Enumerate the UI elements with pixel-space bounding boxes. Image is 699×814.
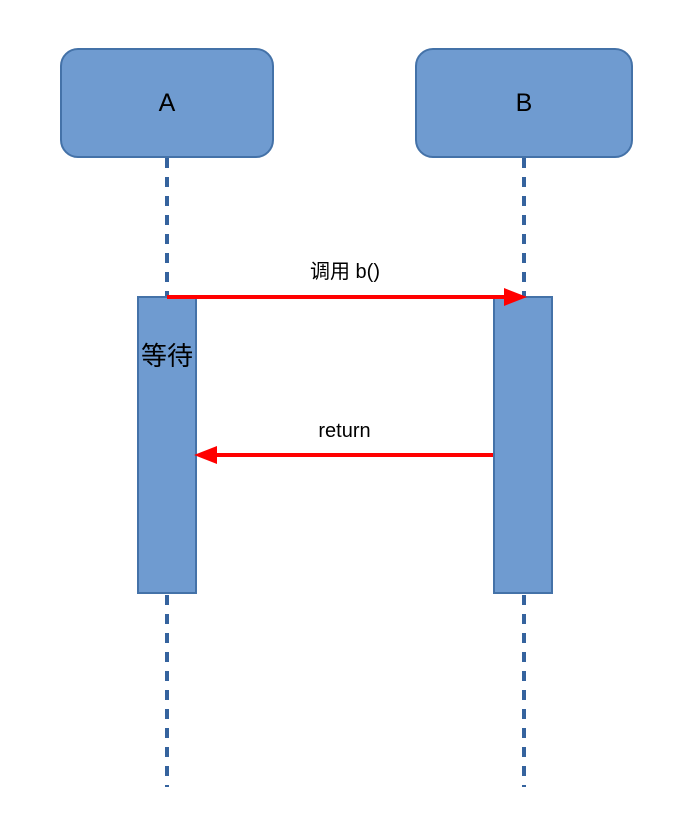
activation-bar-a — [137, 296, 197, 594]
participant-box-a: A — [60, 48, 274, 158]
participant-box-b: B — [415, 48, 633, 158]
call-message-label: 调用 b() — [310, 261, 380, 283]
participant-label-a: A — [158, 88, 176, 117]
return-message-label: return — [318, 420, 371, 442]
activation-bar-b — [493, 296, 553, 594]
activation-a-label: 等待 — [140, 341, 193, 371]
participant-label-b: B — [515, 88, 533, 117]
